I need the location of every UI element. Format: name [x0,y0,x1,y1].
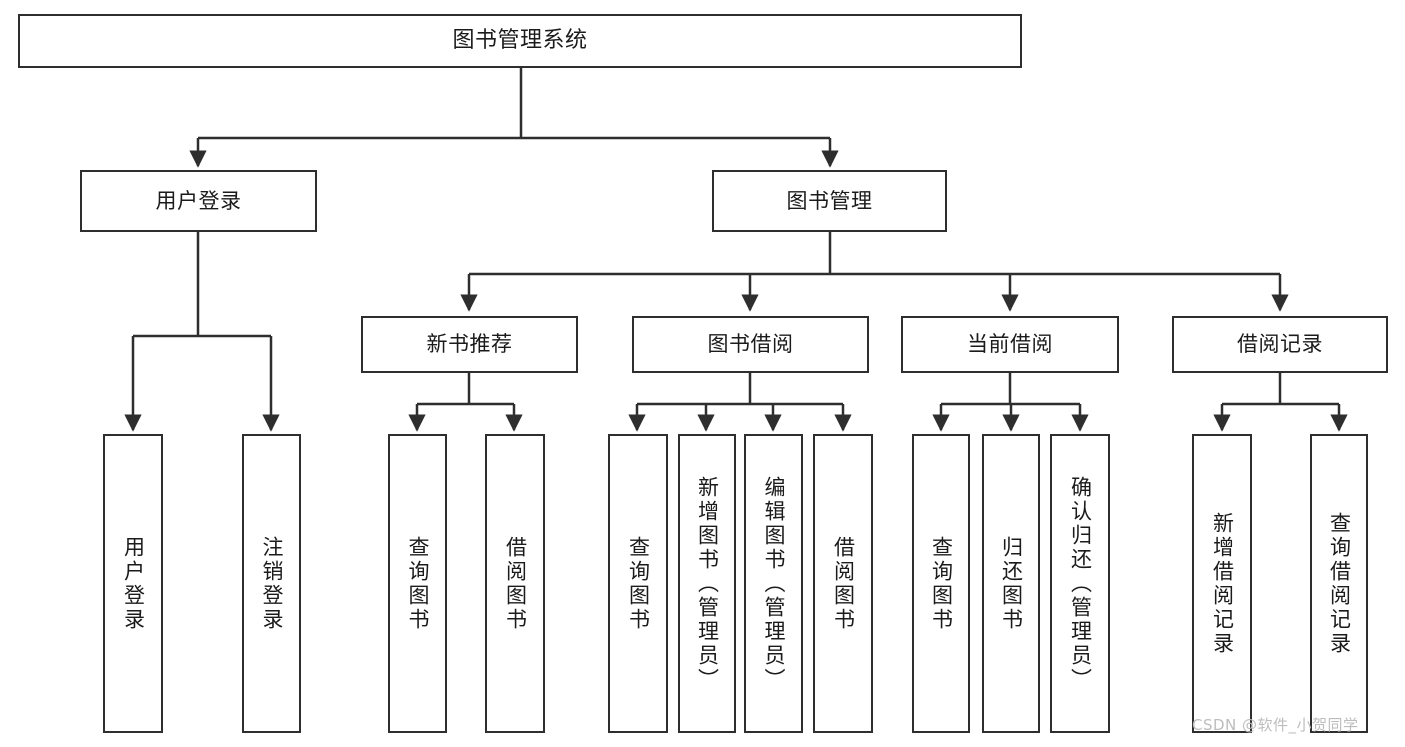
node-borrow-record[interactable]: 借阅记录 [1172,316,1388,373]
node-leaf-label: 注销登录 [259,535,284,632]
node-leaf-borrow-add-book[interactable]: 新增图书（管理员） [678,434,736,733]
node-leaf-new-book-borrow[interactable]: 借阅图书 [485,434,545,733]
node-borrow-record-label: 借阅记录 [1237,332,1323,357]
node-current-borrow-label: 当前借阅 [967,332,1053,357]
node-leaf-label: 借阅图书 [503,535,528,632]
node-leaf-label: 编辑图书（管理员） [761,475,786,692]
node-book-management-label: 图书管理 [786,188,873,213]
node-leaf-record-query[interactable]: 查询借阅记录 [1310,434,1368,733]
node-leaf-label: 用户登录 [121,535,146,632]
node-leaf-label: 查询借阅记录 [1327,511,1352,656]
node-user-login-label: 用户登录 [155,188,242,213]
node-leaf-new-book-query[interactable]: 查询图书 [388,434,447,733]
node-leaf-record-add[interactable]: 新增借阅记录 [1192,434,1252,733]
node-leaf-borrow-borrow-book[interactable]: 借阅图书 [813,434,873,733]
node-leaf-label: 借阅图书 [831,535,856,632]
node-leaf-user-login-logout[interactable]: 注销登录 [242,434,301,733]
node-root-label: 图书管理系统 [452,28,588,54]
node-new-book-recommend[interactable]: 新书推荐 [361,316,578,373]
node-book-management[interactable]: 图书管理 [712,170,947,232]
node-book-borrow-label: 图书借阅 [707,332,794,357]
node-current-borrow[interactable]: 当前借阅 [901,316,1119,373]
node-leaf-borrow-query-book[interactable]: 查询图书 [608,434,668,733]
node-leaf-current-query-book[interactable]: 查询图书 [912,434,970,733]
node-leaf-label: 归还图书 [999,535,1024,632]
node-leaf-borrow-edit-book[interactable]: 编辑图书（管理员） [744,434,803,733]
node-leaf-label: 确认归还（管理员） [1068,475,1093,692]
node-leaf-label: 新增借阅记录 [1210,511,1235,656]
node-leaf-user-login-login[interactable]: 用户登录 [103,434,163,733]
node-leaf-label: 查询图书 [405,535,430,632]
node-user-login[interactable]: 用户登录 [80,170,317,232]
node-book-borrow[interactable]: 图书借阅 [632,316,869,373]
node-leaf-label: 查询图书 [626,535,651,632]
node-leaf-label: 新增图书（管理员） [695,475,720,692]
node-root[interactable]: 图书管理系统 [18,14,1022,68]
node-new-book-recommend-label: 新书推荐 [426,332,513,357]
node-leaf-current-return-book[interactable]: 归还图书 [982,434,1040,733]
node-leaf-label: 查询图书 [929,535,954,632]
node-leaf-current-confirm-return[interactable]: 确认归还（管理员） [1050,434,1110,733]
